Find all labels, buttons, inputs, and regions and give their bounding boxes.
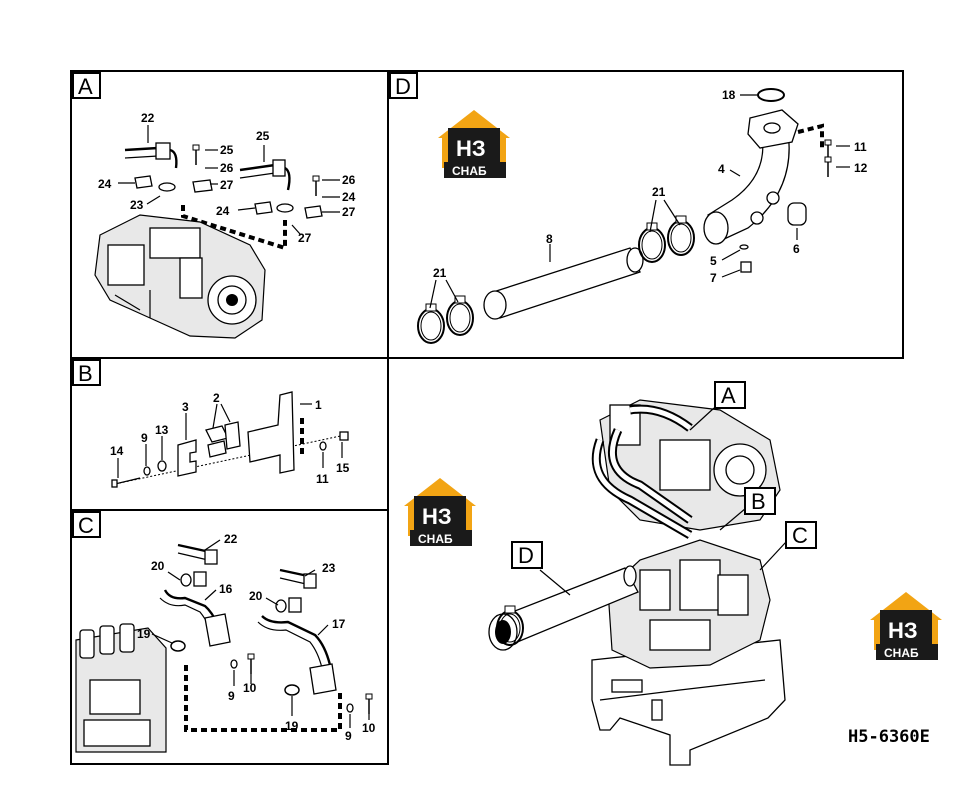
callout-d-21-top: 21 (652, 185, 666, 199)
callout-b-3: 3 (182, 400, 189, 414)
panel-a-letter: A (78, 74, 93, 99)
callout-c-9: 9 (228, 689, 235, 703)
callout-c-20: 20 (151, 559, 165, 573)
panel-a-callouts: 22 25 26 24 27 23 25 26 24 24 27 27 (98, 111, 356, 245)
callout-a-24-right: 27 (220, 178, 234, 192)
callout-d-6: 6 (793, 242, 800, 256)
panel-d-letter: D (395, 74, 411, 99)
callout-d-11: 11 (854, 140, 867, 154)
panel-a-drawing (94, 125, 340, 339)
callout-c-19: 19 (137, 627, 151, 641)
callout-b-1: 1 (315, 398, 322, 412)
panel-c-label: C (72, 511, 101, 538)
panel-d-callouts: 18 11 12 4 21 6 8 5 7 21 (433, 88, 868, 285)
callout-a-27: 23 (130, 198, 144, 212)
callout-a-27b: 27 (298, 231, 312, 245)
callout-b-2: 2 (213, 391, 220, 405)
callout-c-19b: 19 (285, 719, 299, 733)
panel-b-drawing (111, 391, 349, 488)
callout-b-15: 15 (336, 461, 350, 475)
callout-a-25: 25 (220, 143, 234, 157)
logo-top-text-3: НЗ (888, 618, 918, 643)
drawing-code: H5-6360E (848, 727, 930, 747)
callout-a-24-left: 24 (98, 177, 112, 191)
panel-b-callouts: 1 2 3 13 9 14 11 15 (110, 391, 350, 486)
panel-b-label: B (72, 359, 101, 386)
callout-c-16: 16 (219, 582, 233, 596)
callout-b-9: 9 (141, 431, 148, 445)
logo-bottom-text-3: СНАБ (884, 646, 919, 660)
callout-c-10b: 10 (362, 721, 376, 735)
main-assembly: НЗ СНАБ НЗ СНАБ (404, 399, 942, 766)
logo-top-text-2: НЗ (422, 504, 452, 529)
logo-icon: НЗ СНАБ (438, 110, 510, 178)
panel-b-letter: B (78, 361, 93, 386)
panel-c-drawing (75, 539, 373, 753)
callout-a-23: 25 (256, 129, 270, 143)
main-callout-b: B (751, 489, 766, 514)
callout-b-11: 11 (316, 472, 329, 486)
panel-a-label: A (72, 72, 101, 99)
callout-a-26: 26 (220, 161, 234, 175)
logo-bottom-text-2: СНАБ (418, 532, 453, 546)
callout-c-17: 17 (332, 617, 346, 631)
callout-d-5: 5 (710, 254, 717, 268)
callout-a-24b: 24 (216, 204, 230, 218)
callout-a-22: 22 (141, 111, 155, 125)
callout-b-14: 14 (110, 444, 124, 458)
main-callout-c: C (792, 523, 808, 548)
callout-a-26b: 24 (342, 190, 356, 204)
callout-c-10: 10 (243, 681, 257, 695)
main-callout-d: D (518, 543, 534, 568)
callout-d-12: 12 (854, 161, 868, 175)
callout-c-23: 23 (322, 561, 336, 575)
panel-d-label: D (389, 72, 418, 99)
callout-d-21-bottom: 21 (433, 266, 447, 280)
logo-icon-2: НЗ СНАБ (404, 478, 476, 546)
panel-c-letter: C (78, 513, 94, 538)
callout-d-7: 7 (710, 271, 717, 285)
callout-d-18: 18 (722, 88, 736, 102)
callout-b-13: 13 (155, 423, 169, 437)
panel-d-drawing: НЗ СНАБ (417, 88, 850, 344)
callout-c-22: 22 (224, 532, 238, 546)
main-callouts: A B C D (511, 381, 817, 569)
logo-bottom-text: СНАБ (452, 164, 487, 178)
callout-a-24c: 27 (342, 205, 356, 219)
callout-d-8: 8 (546, 232, 553, 246)
main-callout-a: A (721, 383, 736, 408)
panel-c-callouts: 22 20 16 23 20 17 19 9 10 19 9 10 (137, 532, 376, 743)
callout-c-9b: 9 (345, 729, 352, 743)
callout-d-4: 4 (718, 162, 725, 176)
logo-top-text: НЗ (456, 136, 486, 161)
logo-icon-3: НЗ СНАБ (870, 592, 942, 660)
callout-c-20b: 20 (249, 589, 263, 603)
callout-a-25b: 26 (342, 173, 356, 187)
